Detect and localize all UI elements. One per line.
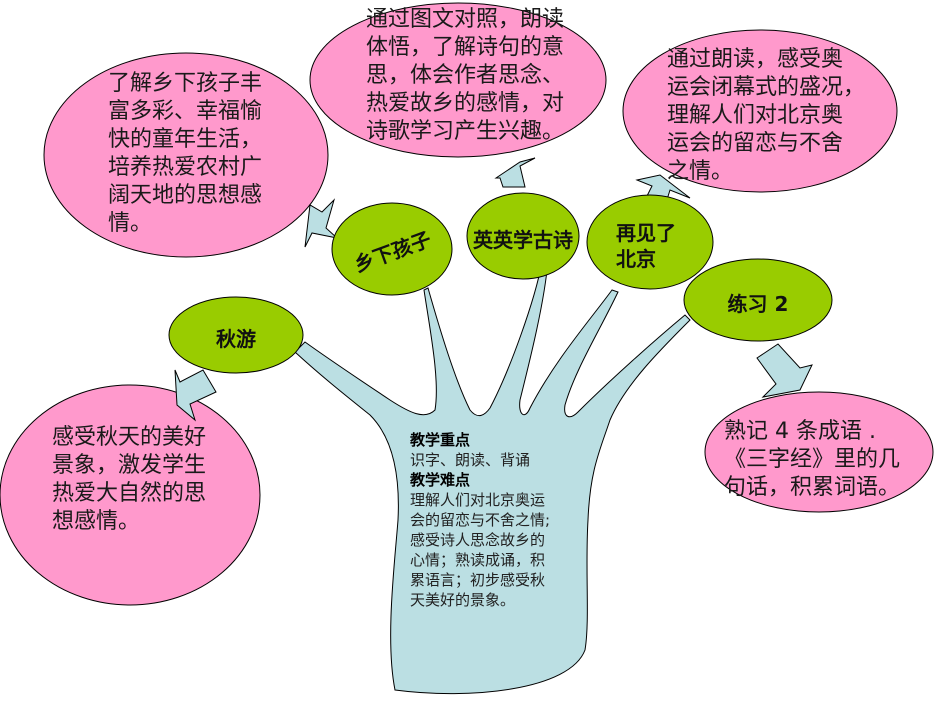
arrow-to-qiuyou-icon <box>174 369 217 422</box>
arrow-to-lianxi-icon <box>756 343 813 398</box>
tree-trunk <box>294 259 691 695</box>
bubble-qiuyou <box>0 384 261 606</box>
key-points-heading: 教学重点 <box>410 431 471 449</box>
bubble-xiangxia-text: 了解乡下孩子丰 富多彩、幸福愉 快的童年生活， 培养热爱农村广 阔天地的思想感 … <box>108 70 262 238</box>
text-line: 热爱故乡的感情，对 <box>366 91 565 116</box>
bubble-yingying-text: 通过图文对照，朗读 体悟，了解诗句的意 思，体会作者思念、 热爱故乡的感情，对 … <box>366 6 564 146</box>
text-line: 了解乡下孩子丰 <box>108 71 263 96</box>
text-line: 思，体会作者思念、 <box>366 63 565 88</box>
text-line: 诗歌学习产生兴趣。 <box>366 119 565 144</box>
text-line: 熟记 4 条成语 . <box>724 419 876 444</box>
node-yingying-shape <box>466 192 580 280</box>
node-lianxi-shape <box>683 258 833 342</box>
key-points-text: 识字、朗读、背诵 <box>410 451 531 469</box>
bubble-qiuyou-text: 感受秋天的美好 景象，激发学生 热爱大自然的思 想感情。 <box>52 424 206 536</box>
difficult-points-heading: 教学难点 <box>410 471 471 489</box>
text-line: 快的童年生活， <box>108 127 263 152</box>
text-line: 运会闭幕式的盛况， <box>667 75 866 100</box>
bubble-lianxi-text: 熟记 4 条成语 . 《三字经》里的几 句话，积累词语。 <box>724 418 900 502</box>
text-line: 心情；熟读成诵，积 <box>410 551 546 569</box>
text-line: 热爱大自然的思 <box>52 481 207 506</box>
node-qiuyou: 秋游 <box>216 327 256 351</box>
arrow-to-yingying-icon <box>494 157 536 188</box>
text-line: 理解人们对北京奥运 <box>410 491 546 509</box>
bubble-zaijian-text: 通过朗读，感受奥 运会闭幕式的盛况， 理解人们对北京奥 运会的留恋与不舍 之情。 <box>667 46 865 186</box>
text-line: 之情。 <box>667 159 734 184</box>
bubble-xiangxia <box>43 52 329 258</box>
node-zaijian-line1: 再见了 <box>616 221 676 245</box>
node-zaijian-shape <box>586 194 714 290</box>
trunk-text: 教学重点 识字、朗读、背诵 教学难点 理解人们对北京奥运 会的留恋与不舍之情; … <box>410 430 620 610</box>
text-line: 培养热爱农村广 <box>108 155 263 180</box>
node-xiangxia-shape <box>331 202 453 296</box>
bubble-zaijian <box>622 29 898 193</box>
text-line: 阔天地的思想感 <box>108 183 263 208</box>
text-line: 体悟，了解诗句的意 <box>366 35 565 60</box>
text-line: 景象，激发学生 <box>52 453 207 478</box>
bubble-yingying <box>309 2 607 158</box>
text-line: 情。 <box>108 211 153 236</box>
node-yingying: 英英学古诗 <box>473 228 573 252</box>
text-line: 富多彩、幸福愉 <box>108 99 263 124</box>
text-line: 感受诗人思念故乡的 <box>410 531 546 549</box>
text-line: 理解人们对北京奥 <box>667 103 844 128</box>
text-line: 会的留恋与不舍之情; <box>410 511 551 529</box>
arrow-to-xiangxia-icon <box>304 198 339 248</box>
text-line: 想感情。 <box>52 509 141 534</box>
node-lianxi: 练习 2 <box>727 292 789 316</box>
text-line: 累语言；初步感受秋 <box>410 571 546 589</box>
text-line: 天美好的景象。 <box>410 591 516 609</box>
text-line: 句话，积累词语。 <box>724 475 901 500</box>
node-qiuyou-shape <box>168 296 304 374</box>
node-zaijian-line2: 北京 <box>616 247 656 271</box>
text-line: 感受秋天的美好 <box>52 425 207 450</box>
text-line: 通过图文对照，朗读 <box>366 7 565 32</box>
text-line: 通过朗读，感受奥 <box>667 47 844 72</box>
text-line: 运会的留恋与不舍 <box>667 131 844 156</box>
text-line: 《三字经》里的几 <box>724 447 901 472</box>
bubble-lianxi <box>704 391 934 513</box>
